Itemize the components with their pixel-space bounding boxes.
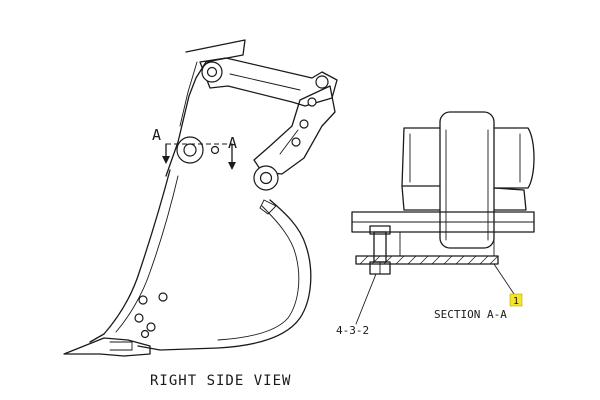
part-callout-leader — [355, 273, 377, 325]
section-hatch-area — [355, 255, 499, 265]
bolt-head — [369, 225, 391, 235]
linkage-arm-right — [253, 85, 336, 175]
ripper-shank-side-view — [63, 39, 338, 357]
bolt-shank — [373, 231, 387, 263]
shank-notch — [259, 199, 277, 215]
view-title: RIGHT SIDE VIEW — [150, 373, 291, 389]
shank-rear-edge — [137, 199, 312, 351]
callout-flag-leader — [493, 263, 515, 295]
section-a-a-view: 4-3-2 SECTION A-A 1 — [336, 111, 535, 337]
ripper-tip — [63, 337, 151, 357]
mount-bracket-inner-edge — [179, 61, 198, 127]
cut-arrow-left-head — [162, 156, 170, 164]
link-hole-3 — [291, 137, 301, 147]
linkage-arm-right-rib — [279, 129, 299, 155]
mount-bracket-outline — [165, 39, 246, 177]
shank-hole-2 — [158, 292, 168, 302]
section-title: SECTION A-A — [434, 308, 507, 321]
hub-right — [493, 127, 535, 189]
hatch-lines — [359, 255, 499, 265]
shank-hole-3 — [134, 313, 144, 323]
section-marker-right: A — [228, 134, 237, 152]
shank-front-edge — [89, 169, 171, 343]
hub-left — [401, 127, 441, 187]
link-hole-1 — [307, 97, 317, 107]
hub-left-lower — [401, 185, 441, 211]
section-marker-left: A — [152, 126, 161, 144]
pivot-pin-rear — [259, 171, 273, 185]
linkage-arm-rib — [229, 73, 301, 91]
ripper-tip-retainer — [109, 341, 133, 351]
callout-flag-number: 1 — [513, 296, 519, 307]
shank-front-inner-edge — [115, 175, 179, 333]
shank-hole-4 — [146, 322, 156, 332]
pivot-pin-upper-left — [206, 66, 218, 78]
pivot-boss-upper-right — [315, 75, 329, 89]
shank-hole-5 — [140, 329, 150, 339]
shank-hole-1 — [138, 295, 148, 305]
hub-right-lower — [493, 187, 527, 211]
link-hole-2 — [299, 119, 309, 129]
shaft-block — [439, 111, 495, 249]
pivot-pin-main — [183, 143, 197, 157]
pin-retainer — [210, 145, 220, 155]
callout-flag — [509, 293, 523, 307]
section-cut-line: A A — [152, 126, 237, 170]
shank-rear-inner-edge — [217, 205, 300, 341]
part-callout-label: 4-3-2 — [336, 324, 369, 337]
cut-arrow-right-head — [228, 162, 236, 170]
